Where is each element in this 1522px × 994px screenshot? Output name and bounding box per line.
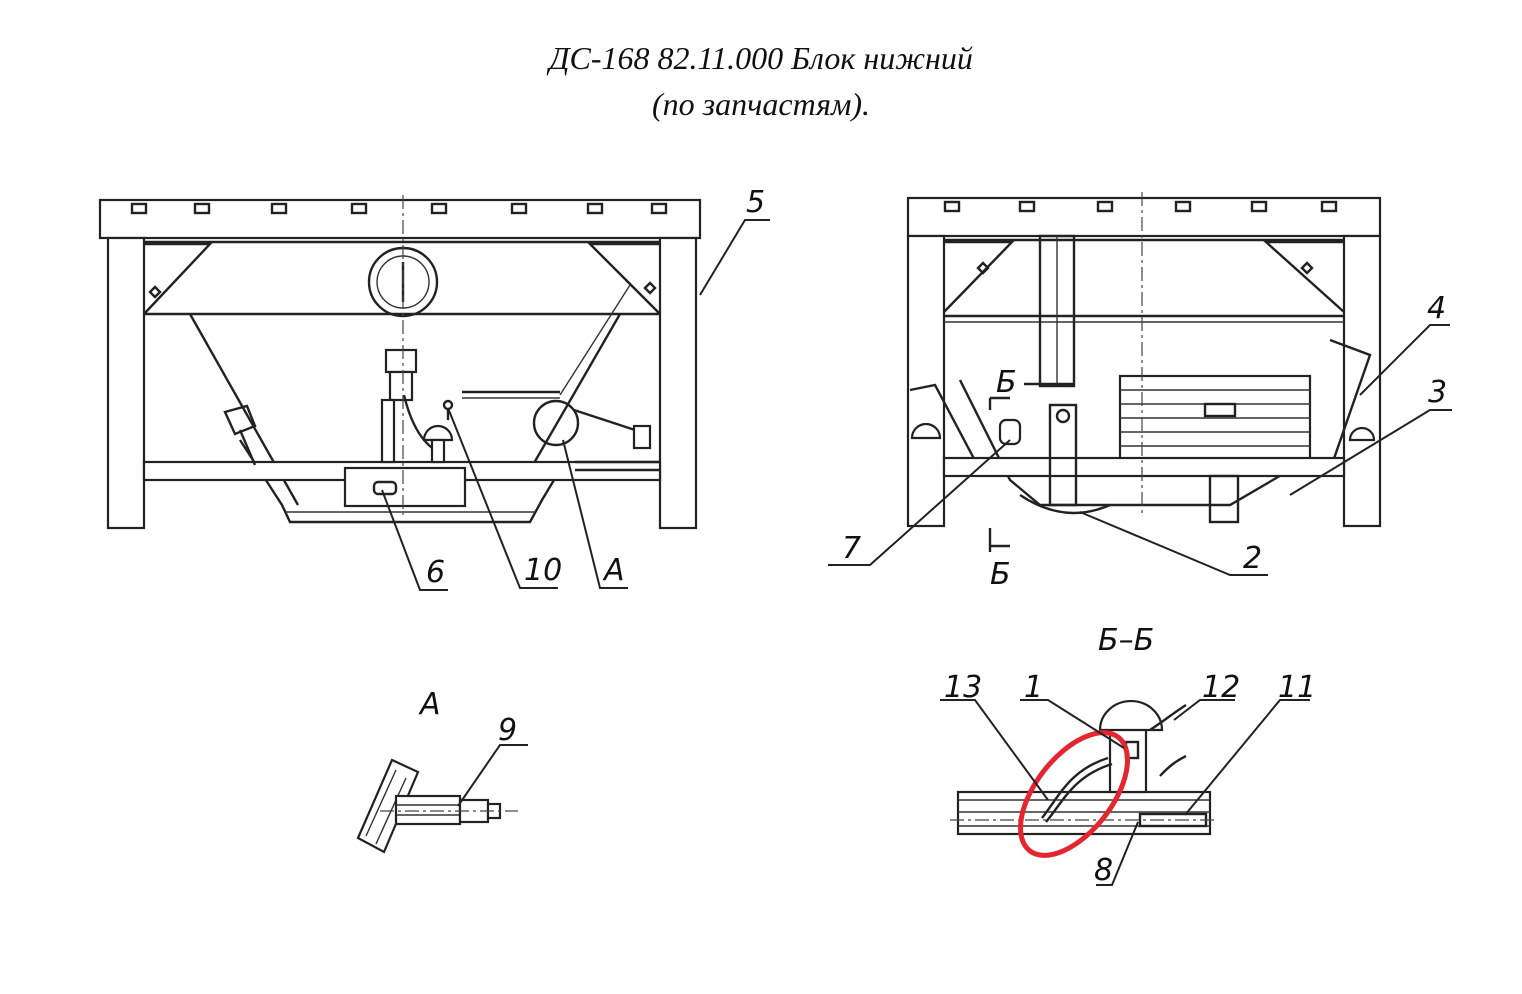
detail-a-circle <box>532 399 580 447</box>
callout-7: 7 <box>842 531 861 566</box>
callout-12: 12 <box>1202 670 1240 705</box>
left-leg <box>106 236 146 530</box>
control-box <box>343 466 467 508</box>
callout-labels: 5 6 10 А 4 3 2 7 Б Б А 9 Б–Б 13 1 12 11 … <box>418 185 1447 888</box>
section-mark-b-bottom: Б <box>990 557 1011 592</box>
callout-1: 1 <box>1024 670 1043 705</box>
callout-8: 8 <box>1094 853 1113 888</box>
top-beam-slots <box>130 202 668 215</box>
drawing-subtitle: (по запчастям). <box>651 86 871 122</box>
view-a-label: А <box>418 687 441 722</box>
top-beam <box>98 198 702 240</box>
callout-10: 10 <box>524 553 562 588</box>
left-leg <box>906 234 946 528</box>
callout-4: 4 <box>1427 291 1446 326</box>
bottom-tray <box>238 439 562 524</box>
callout-6: 6 <box>426 555 445 590</box>
callout-5: 5 <box>746 185 765 220</box>
highlight-ellipse <box>1018 730 1130 858</box>
callout-13: 13 <box>944 670 982 705</box>
right-leg <box>658 236 698 530</box>
callout-9: 9 <box>498 713 517 748</box>
detail-a-view <box>356 744 528 854</box>
drawing-title: ДС-168 82.11.000 Блок нижний <box>549 40 973 76</box>
callout-11: 11 <box>1278 670 1316 705</box>
callout-3: 3 <box>1428 375 1447 410</box>
callout-2: 2 <box>1243 541 1262 576</box>
top-beam <box>906 196 1382 238</box>
section-bb-label: Б–Б <box>1098 623 1154 658</box>
front-view-right <box>828 192 1452 576</box>
section-mark-b-top: Б <box>996 365 1017 400</box>
top-beam-slots <box>943 200 1338 213</box>
front-view-left <box>98 195 770 591</box>
valve-cap <box>1098 700 1164 732</box>
crossbar <box>942 456 1346 478</box>
section-bb-view <box>940 699 1310 886</box>
callout-a: А <box>602 553 625 588</box>
motor-box <box>1118 374 1312 470</box>
